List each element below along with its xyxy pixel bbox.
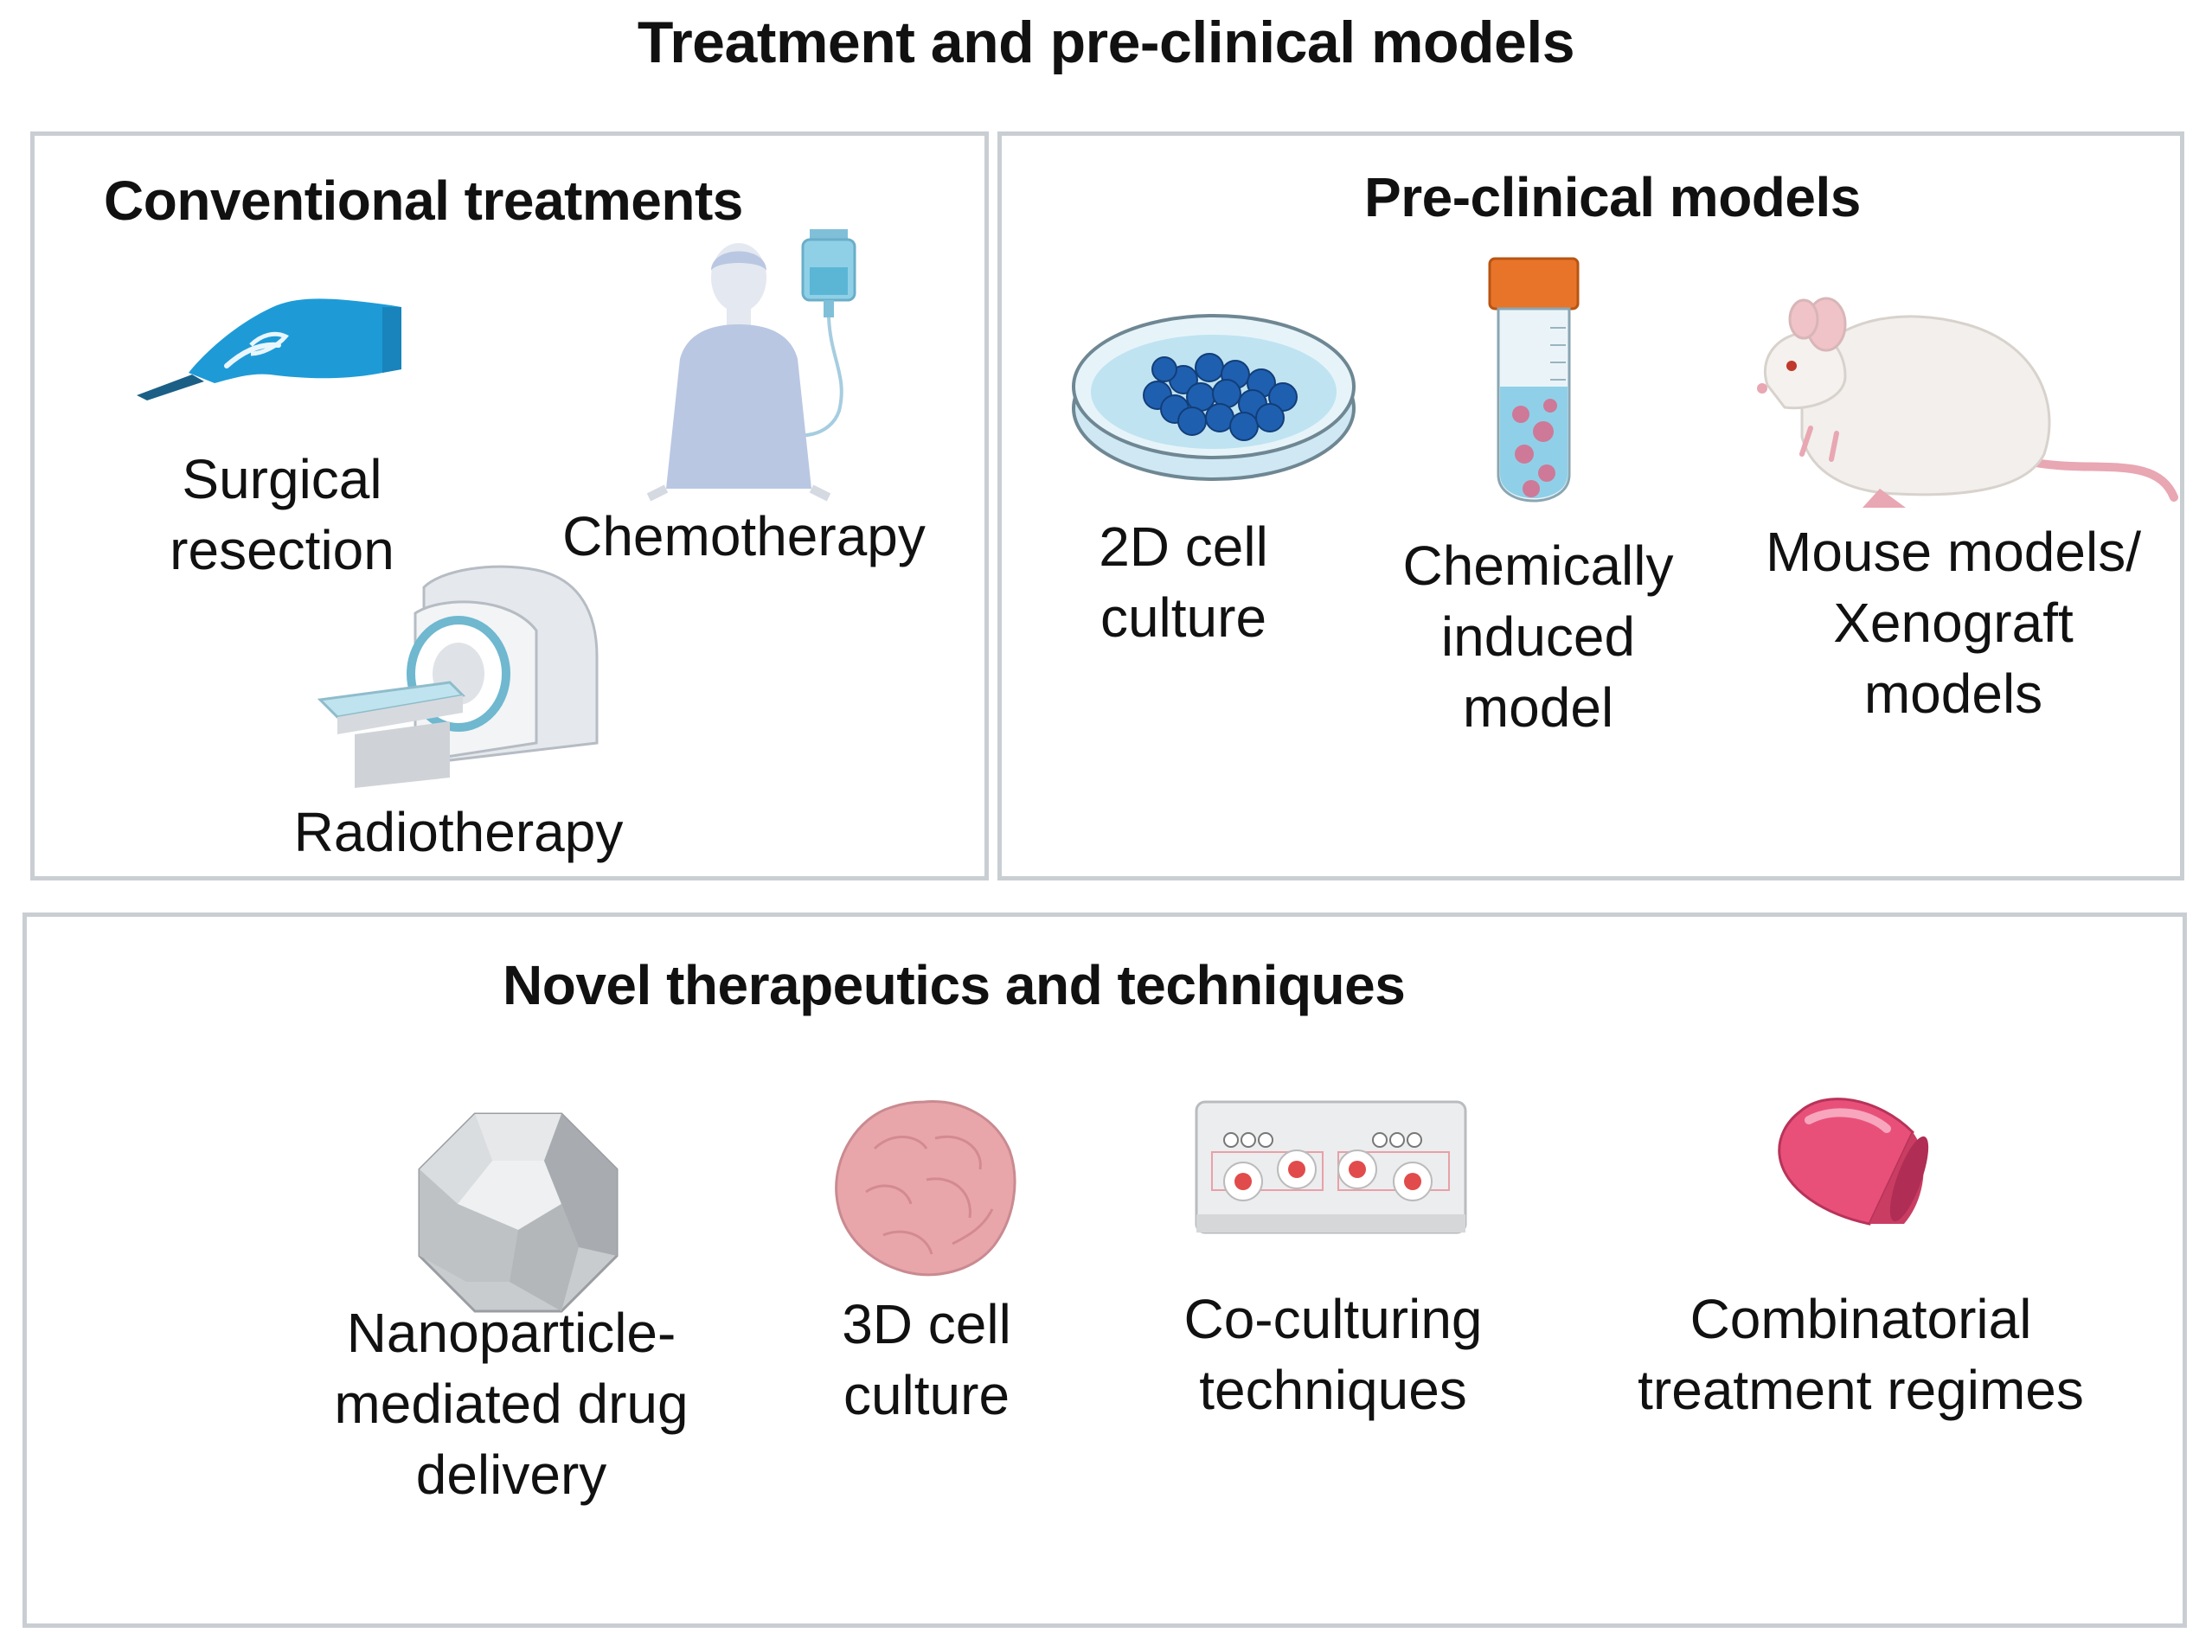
mri-scanner-icon — [317, 561, 606, 788]
panel-title-novel: Novel therapeutics and techniques — [503, 954, 1406, 1016]
panel-title-preclinical: Pre-clinical models — [1364, 166, 1861, 228]
label-chemotherapy: Chemotherapy — [562, 505, 926, 567]
test-tube-icon — [1486, 257, 1581, 522]
label-mouse-xenograft-models: Mouse models/ Xenograft models — [1766, 521, 2141, 725]
label-radiotherapy: Radiotherapy — [293, 801, 624, 863]
gloved-hand-scalpel-icon — [131, 290, 417, 402]
panel-preclinical-models: Pre-clinical models 2D cell culture — [997, 131, 2184, 880]
label-combinatorial-treatment-regimes: Combinatorial treatment regimes — [1638, 1288, 2084, 1421]
nanoparticle-icon — [414, 1109, 622, 1316]
panel-title-conventional: Conventional treatments — [104, 170, 743, 232]
panel-conventional-treatments: Conventional treatments Surgical resecti… — [30, 131, 989, 880]
label-surgical-resection: Surgical resection — [170, 448, 394, 581]
pink-capsule-icon — [1774, 1094, 1939, 1233]
panel-novel-therapeutics: Novel therapeutics and techniques Nanopa… — [22, 912, 2187, 1628]
label-2d-cell-culture: 2D cell culture — [1099, 515, 1268, 649]
label-chemically-induced-model: Chemically induced model — [1402, 535, 1674, 739]
petri-dish-icon — [1071, 300, 1356, 482]
spheroid-icon — [831, 1097, 1017, 1278]
label-3d-cell-culture: 3D cell culture — [842, 1293, 1011, 1426]
mouse-icon — [1750, 281, 2183, 515]
figure-title: Treatment and pre-clinical models — [637, 10, 1575, 75]
co-culture-chip-icon — [1195, 1100, 1467, 1234]
label-nanoparticle-drug-delivery: Nanoparticle- mediated drug delivery — [334, 1302, 689, 1506]
patient-iv-drip-icon — [632, 229, 891, 502]
label-co-culturing-techniques: Co-culturing techniques — [1183, 1288, 1483, 1421]
